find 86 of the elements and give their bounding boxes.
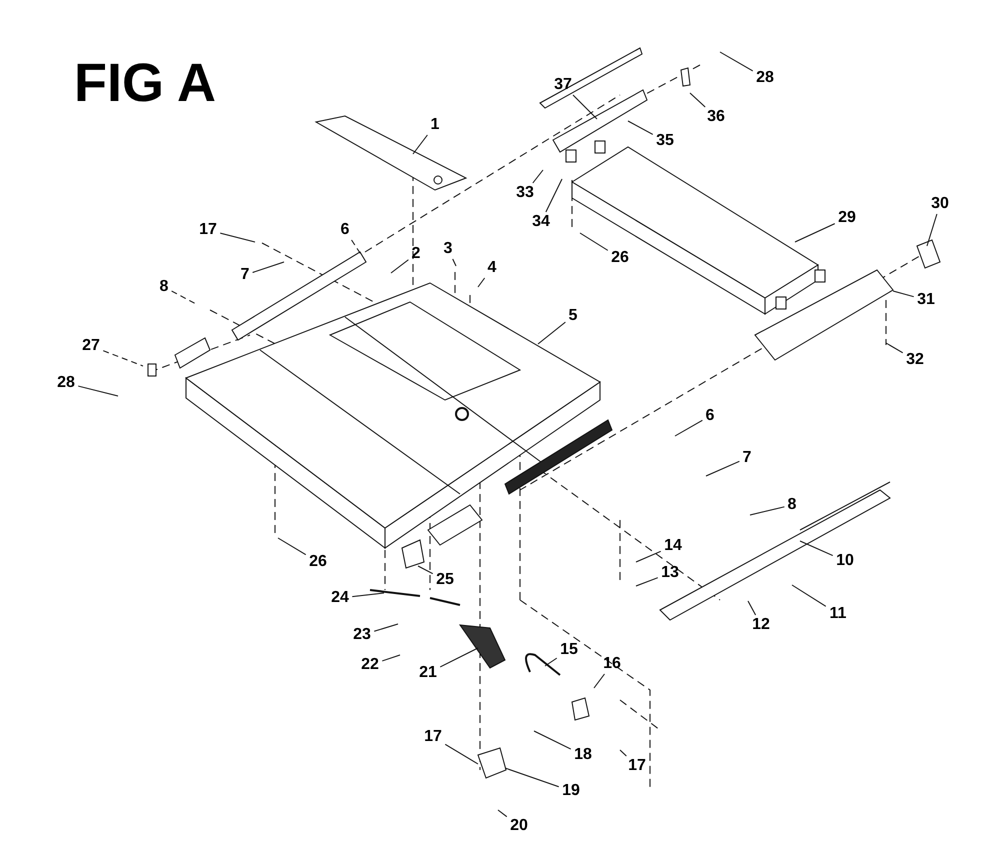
callout-number: 35 [656, 133, 674, 149]
leader-line [792, 584, 826, 607]
callout-number: 3 [444, 241, 452, 257]
callout-number: 25 [436, 572, 454, 588]
leader-line [572, 94, 598, 120]
leader-line [538, 322, 566, 344]
callout-number: 7 [240, 267, 250, 283]
callout-number: 11 [830, 606, 846, 622]
leader-line [580, 232, 608, 251]
leader-line [720, 52, 754, 72]
callout-number: 8 [788, 497, 796, 513]
callout-number: 14 [664, 538, 682, 554]
leader-line [628, 120, 654, 135]
leader-line [352, 592, 384, 598]
callout-number: 32 [906, 352, 924, 368]
callout-number: 28 [756, 70, 774, 86]
callout-number: 26 [611, 250, 629, 266]
leader-line [620, 750, 627, 756]
callout-number: 21 [419, 665, 437, 681]
leader-line [278, 538, 306, 556]
leader-line [674, 420, 703, 436]
leader-line [78, 386, 118, 396]
callout-number: 10 [836, 553, 854, 569]
callout-number: 1 [430, 117, 440, 133]
leader-line [794, 223, 836, 242]
callout-number: 31 [917, 292, 935, 308]
callout-number: 24 [331, 590, 349, 606]
callout-number: 19 [562, 783, 580, 799]
callout-number: 17 [199, 222, 217, 238]
callout-number: 17 [628, 758, 646, 774]
leader-line [252, 262, 284, 273]
callout-number: 30 [931, 196, 949, 212]
leader-line [412, 134, 428, 154]
leader-line [545, 178, 562, 212]
callout-number: 37 [554, 77, 572, 93]
leader-line [374, 624, 398, 632]
leader-line [504, 768, 560, 788]
callout-number: 18 [574, 747, 592, 763]
callout-number: 5 [568, 308, 578, 324]
callout-number: 2 [412, 246, 420, 262]
leader-line [452, 258, 456, 266]
callout-number: 7 [742, 450, 752, 466]
callout-number: 15 [560, 642, 578, 658]
callout-number: 26 [309, 554, 327, 570]
callout-number: 29 [838, 210, 856, 226]
leader-line [382, 654, 400, 662]
leader-line [444, 744, 478, 764]
callout-number: 23 [353, 627, 371, 643]
leader-line [926, 214, 938, 246]
leader-line [498, 810, 508, 818]
callout-number: 12 [752, 617, 770, 633]
callout-number: 6 [340, 222, 350, 238]
leader-line [478, 278, 486, 288]
callout-number: 16 [603, 656, 621, 672]
callout-number: 34 [532, 214, 550, 230]
callout-number: 20 [510, 818, 528, 834]
leader-line [532, 170, 544, 184]
leader-line [594, 674, 605, 688]
callout-number: 4 [488, 260, 496, 276]
leader-line [544, 658, 558, 666]
callout-number: 36 [707, 109, 725, 125]
leader-line [102, 350, 144, 366]
leader-line [440, 648, 478, 668]
callout-number: 13 [661, 565, 679, 581]
callout-number: 27 [82, 338, 100, 354]
leader-line [351, 240, 362, 256]
callout-number: 17 [424, 729, 442, 745]
leader-line [534, 730, 572, 750]
callout-number: 28 [57, 375, 75, 391]
leader-line [418, 566, 434, 574]
leader-line [892, 290, 914, 298]
leader-line [748, 600, 756, 616]
leader-line [800, 540, 834, 556]
callout-number: 33 [516, 185, 534, 201]
callout-number: 22 [361, 657, 379, 673]
leader-line [220, 232, 256, 242]
leader-line [690, 92, 706, 108]
callout-number: 6 [706, 408, 714, 424]
leader-line [636, 577, 658, 586]
leader-line [886, 342, 904, 354]
figure-title: FIG A [74, 56, 216, 110]
callout-number: 8 [160, 279, 168, 295]
leader-line [706, 460, 740, 476]
leader-line [636, 550, 662, 562]
leader-line [750, 506, 785, 516]
leader-line [390, 259, 409, 274]
